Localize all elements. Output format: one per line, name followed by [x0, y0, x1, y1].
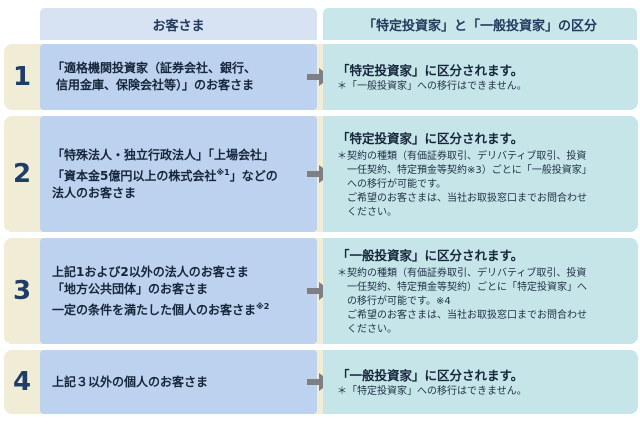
classification-note: ＊契約の種類（有価証券取引、デリバティブ取引、投資	[337, 151, 587, 162]
classification-note: ください。	[347, 207, 397, 218]
classification-cell: 「特定投資家」に区分されます。 ＊「一般投資家」への移行はできません。	[323, 44, 638, 110]
row-2: 2 「特殊法人・独立行政法人」「上場会社」 「資本金5億円以上の株式会社※1」な…	[4, 116, 638, 232]
row-number: 4	[12, 367, 32, 397]
customer-cell: 「特殊法人・独立行政法人」「上場会社」 「資本金5億円以上の株式会社※1」などの…	[40, 116, 317, 232]
classification-title: 「特定投資家」に区分されます。	[337, 131, 524, 146]
classification-note: の移行が可能です。※4	[347, 296, 451, 307]
customer-line: 「特殊法人・独立行政法人」「上場会社」	[52, 147, 275, 162]
customer-line-text: 「資本金5億円以上の株式会社	[52, 168, 217, 183]
classification-note: ＊契約の種類（有価証券取引、デリバティブ取引、投資	[337, 268, 587, 279]
classification-note: ご希望のお客さまは、当社お取扱窓口までお問合わせ	[347, 310, 587, 321]
classification-note: ＊「特定投資家」への移行はできません。	[337, 386, 527, 397]
classification-note: 一任契約、特定預金等契約※3）ごとに「一般投資家」	[347, 165, 592, 176]
customer-line-text: 」などの	[229, 168, 278, 183]
customer-line: 「資本金5億円以上の株式会社※1」などの	[52, 164, 317, 185]
classification-note: ください。	[347, 324, 397, 335]
classification-note: 一任契約、特定預金等契約）ごとに「特定投資家」へ	[347, 282, 587, 293]
customer-line: 「適格機関投資家（証券会社、銀行、	[52, 61, 257, 75]
classification-title: 「特定投資家」に区分されます。	[337, 63, 524, 78]
row-number: 1	[12, 62, 32, 92]
footnote-mark: ※1	[216, 167, 230, 177]
footnote-mark: ※2	[256, 301, 270, 311]
classification-cell: 「特定投資家」に区分されます。 ＊契約の種類（有価証券取引、デリバティブ取引、投…	[323, 116, 638, 232]
customer-cell: 「適格機関投資家（証券会社、銀行、 信用金庫、保険会社等）」のお客さま	[40, 44, 317, 110]
classification-title: 「一般投資家」に区分されます。	[337, 248, 524, 263]
customer-line: 「地方公共団体」のお客さま	[52, 281, 209, 296]
classification-cell: 「一般投資家」に区分されます。 ＊「特定投資家」への移行はできません。	[323, 350, 638, 414]
row-1: 1 「適格機関投資家（証券会社、銀行、 信用金庫、保険会社等）」のお客さま 「特…	[4, 44, 638, 110]
header-customer: お客さま	[40, 8, 317, 40]
customer-line: 法人のお客さま	[52, 185, 137, 200]
customer-line: 信用金庫、保険会社等）」のお客さま	[56, 78, 255, 92]
classification-note: ＊「一般投資家」への移行はできません。	[337, 81, 527, 92]
customer-line: 一定の条件を満たした個人のお客さま※2	[52, 298, 317, 319]
row-4: 4 上記３以外の個人のお客さま 「一般投資家」に区分されます。 ＊「特定投資家」…	[4, 350, 638, 414]
row-number: 2	[12, 159, 32, 189]
classification-cell: 「一般投資家」に区分されます。 ＊契約の種類（有価証券取引、デリバティブ取引、投…	[323, 238, 638, 344]
classification-title: 「一般投資家」に区分されます。	[337, 368, 524, 383]
customer-line: 上記３以外の個人のお客さま	[52, 374, 209, 389]
classification-note: への移行が可能です。	[347, 179, 446, 190]
classification-note: ご希望のお客さまは、当社お取扱窓口までお問合わせ	[347, 193, 587, 204]
row-3: 3 上記1および2以外の法人のお客さま 「地方公共団体」のお客さま 一定の条件を…	[4, 238, 638, 344]
header-classification: 「特定投資家」と「一般投資家」の区分	[323, 8, 637, 40]
header-customer-label: お客さま	[152, 18, 205, 34]
header-classification-label: 「特定投資家」と「一般投資家」の区分	[362, 18, 597, 34]
customer-cell: 上記1および2以外の法人のお客さま 「地方公共団体」のお客さま 一定の条件を満た…	[40, 238, 317, 344]
customer-cell: 上記３以外の個人のお客さま	[40, 350, 317, 414]
row-number: 3	[12, 276, 32, 306]
customer-line-text: 一定の条件を満たした個人のお客さま	[52, 302, 257, 317]
customer-line: 上記1および2以外の法人のお客さま	[52, 264, 249, 279]
